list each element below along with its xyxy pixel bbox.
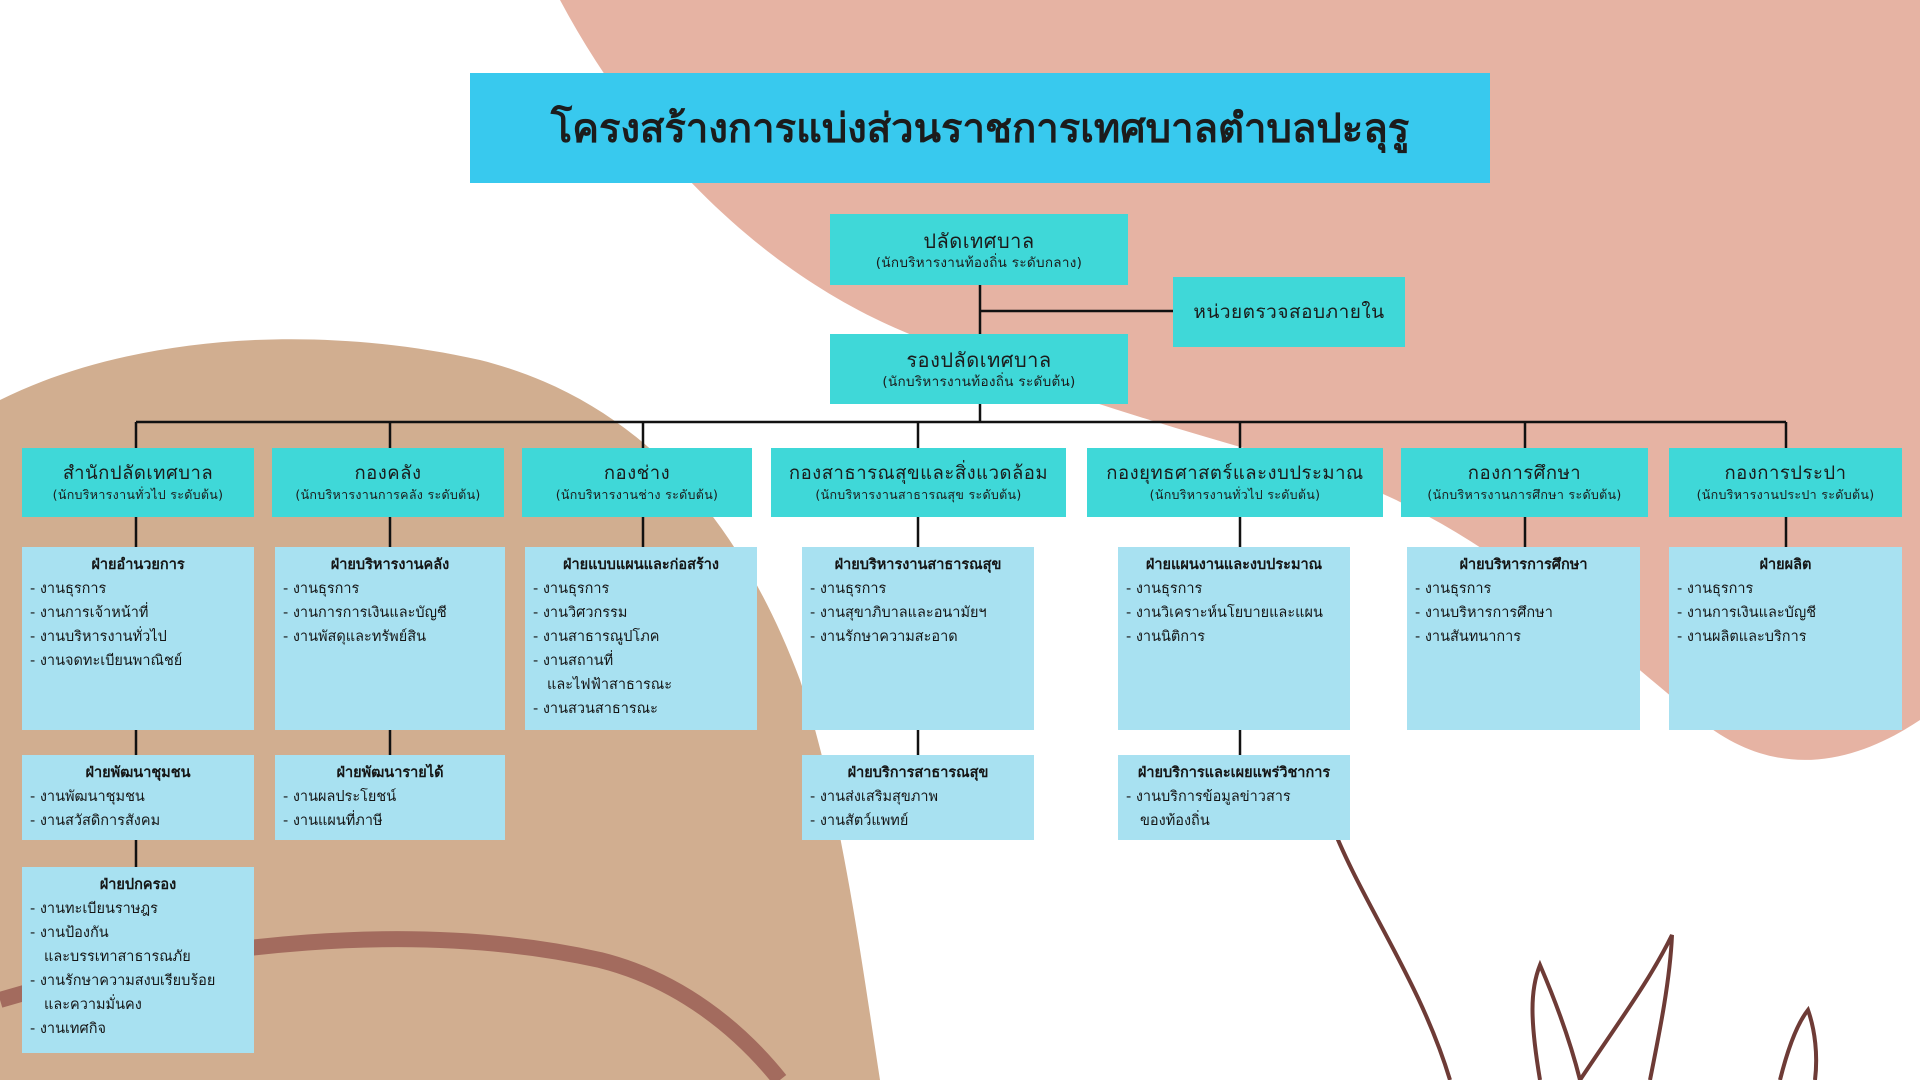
section-item: - งานแผนที่ภาษี xyxy=(283,813,383,829)
section-item: - งานป้องกัน xyxy=(30,925,109,941)
section-box: ฝ่ายบริหารงานสาธารณสุข - งานธุรการ - งาน… xyxy=(802,547,1034,730)
section-heading: ฝ่ายบริหารงานคลัง xyxy=(330,557,450,573)
section-item: - งานธุรการ xyxy=(1126,581,1203,597)
section-box: ฝ่ายพัฒนารายได้ - งานผลประโยชน์ - งานแผน… xyxy=(275,755,505,840)
division-name: กองการศึกษา xyxy=(1467,463,1582,484)
section-item: - งานสวัสดิการสังคม xyxy=(30,813,161,829)
page-title: โครงสร้างการแบ่งส่วนราชการเทศบาลตำบลปะลุ… xyxy=(470,73,1490,183)
section-item: - งานพัฒนาชุมชน xyxy=(30,789,145,805)
section-item: - งานนิติการ xyxy=(1126,629,1206,645)
division-subtitle: (นักบริหารงานสาธารณสุข ระดับต้น) xyxy=(815,487,1022,502)
section-item: - งานรักษาความสงบเรียบร้อย xyxy=(30,973,216,989)
section-item: - งานการเจ้าหน้าที่ xyxy=(30,605,149,621)
chief-administrator-box: ปลัดเทศบาล (นักบริหารงานท้องถิ่น ระดับกล… xyxy=(830,214,1128,285)
section-item: - งานทะเบียนราษฎร xyxy=(30,901,158,917)
section-item: - งานวิเคราะห์นโยบายและแผน xyxy=(1126,605,1323,621)
section-box: ฝ่ายบริหารงานคลัง - งานธุรการ - งานการกา… xyxy=(275,547,505,730)
division-subtitle: (นักบริหารงานทั่วไป ระดับต้น) xyxy=(1149,487,1321,502)
section-item: - งานธุรการ xyxy=(810,581,887,597)
section-box: ฝ่ายบริการสาธารณสุข - งานส่งเสริมสุขภาพ … xyxy=(802,755,1034,840)
section-item: - งานการการเงินและบัญชี xyxy=(283,605,447,621)
division-subtitle: (นักบริหารงานการศึกษา ระดับต้น) xyxy=(1427,487,1622,502)
section-heading: ฝ่ายอำนวยการ xyxy=(91,557,185,573)
division-subtitle: (นักบริหารงานประปา ระดับต้น) xyxy=(1696,487,1875,502)
node-name: หน่วยตรวจสอบภายใน xyxy=(1193,301,1385,323)
section-item: - งานธุรการ xyxy=(1677,581,1754,597)
section-item: - งานธุรการ xyxy=(1415,581,1492,597)
division-box: กองช่าง (นักบริหารงานช่าง ระดับต้น) xyxy=(522,448,752,517)
section-box: ฝ่ายบริหารการศึกษา - งานธุรการ - งานบริห… xyxy=(1407,547,1640,730)
section-item: - งานธุรการ xyxy=(30,581,107,597)
division-subtitle: (นักบริหารงานทั่วไป ระดับต้น) xyxy=(52,487,224,502)
section-heading: ฝ่ายแบบแผนและก่อสร้าง xyxy=(562,557,719,573)
section-item: - งานวิศวกรรม xyxy=(533,605,628,621)
section-item: - งานจดทะเบียนพาณิชย์ xyxy=(30,653,183,669)
section-box: ฝ่ายอำนวยการ - งานธุรการ - งานการเจ้าหน้… xyxy=(22,547,254,730)
division-subtitle: (นักบริหารงานช่าง ระดับต้น) xyxy=(555,487,719,502)
section-item: - งานผลประโยชน์ xyxy=(283,789,397,805)
section-item: - งานสวนสาธารณะ xyxy=(533,701,658,717)
section-item: - งานธุรการ xyxy=(283,581,360,597)
node-subtitle: (นักบริหารงานท้องถิ่น ระดับต้น) xyxy=(882,374,1076,390)
section-box: ฝ่ายแผนงานและงบประมาณ - งานธุรการ - งานว… xyxy=(1118,547,1350,730)
section-item: - งานธุรการ xyxy=(533,581,610,597)
section-heading: ฝ่ายบริการและเผยแพร่วิชาการ xyxy=(1137,765,1331,781)
section-item: - งานเทศกิจ xyxy=(30,1021,106,1037)
section-box: ฝ่ายปกครอง - งานทะเบียนราษฎร - งานป้องกั… xyxy=(22,867,254,1053)
section-item: และไฟฟ้าสาธารณะ xyxy=(547,677,672,693)
node-subtitle: (นักบริหารงานท้องถิ่น ระดับกลาง) xyxy=(875,254,1083,271)
section-box: ฝ่ายแบบแผนและก่อสร้าง - งานธุรการ - งานว… xyxy=(525,547,757,730)
section-item: - งานบริหารการศึกษา xyxy=(1415,605,1553,621)
division-box: สำนักปลัดเทศบาล (นักบริหารงานทั่วไป ระดั… xyxy=(22,448,254,517)
section-item: - งานพัสดุและทรัพย์สิน xyxy=(283,629,426,645)
section-item: ของท้องถิ่น xyxy=(1140,813,1210,829)
section-heading: ฝ่ายบริหารการศึกษา xyxy=(1459,557,1588,573)
division-name: สำนักปลัดเทศบาล xyxy=(62,463,214,484)
leaf-line xyxy=(1778,1005,1819,1080)
division-subtitle: (นักบริหารงานการคลัง ระดับต้น) xyxy=(295,487,481,502)
section-item: - งานการเงินและบัญชี xyxy=(1677,605,1817,621)
section-item: - งานบริหารงานทั่วไป xyxy=(30,629,167,645)
division-box: กองสาธารณสุขและสิ่งแวดล้อม (นักบริหารงาน… xyxy=(771,448,1066,517)
section-item: - งานสาธารณูปโภค xyxy=(533,629,660,645)
section-item: - งานรักษาความสะอาด xyxy=(810,629,958,645)
node-name: รองปลัดเทศบาล xyxy=(906,348,1052,372)
internal-audit-box: หน่วยตรวจสอบภายใน xyxy=(1173,277,1405,347)
section-item: - งานผลิตและบริการ xyxy=(1677,629,1807,645)
section-item: - งานส่งเสริมสุขภาพ xyxy=(810,789,939,805)
division-box: กองการศึกษา (นักบริหารงานการศึกษา ระดับต… xyxy=(1401,448,1648,517)
section-box: ฝ่ายผลิต - งานธุรการ - งานการเงินและบัญช… xyxy=(1669,547,1902,730)
division-box: กองคลัง (นักบริหารงานการคลัง ระดับต้น) xyxy=(272,448,504,517)
section-item: - งานสันทนาการ xyxy=(1415,629,1522,645)
section-item: - งานบริการข้อมูลข่าวสาร xyxy=(1126,789,1291,805)
deputy-administrator-box: รองปลัดเทศบาล (นักบริหารงานท้องถิ่น ระดั… xyxy=(830,334,1128,404)
section-item: - งานสถานที่ xyxy=(533,653,614,669)
division-name: กองการประปา xyxy=(1724,463,1847,484)
section-item: และความมั่นคง xyxy=(44,997,142,1013)
division-name: กองยุทธศาสตร์และงบประมาณ xyxy=(1106,463,1364,484)
section-heading: ฝ่ายแผนงานและงบประมาณ xyxy=(1145,557,1323,573)
division-box: กองการประปา (นักบริหารงานประปา ระดับต้น) xyxy=(1669,448,1902,517)
section-heading: ฝ่ายพัฒนารายได้ xyxy=(336,765,444,781)
section-heading: ฝ่ายปกครอง xyxy=(99,877,177,893)
leaf-line xyxy=(1328,819,1452,1080)
section-heading: ฝ่ายบริการสาธารณสุข xyxy=(847,765,989,781)
section-item: - งานสัตว์แพทย์ xyxy=(810,813,909,829)
leaf-line xyxy=(1578,934,1674,1080)
node-name: ปลัดเทศบาล xyxy=(923,228,1035,253)
section-heading: ฝ่ายผลิต xyxy=(1759,557,1812,573)
section-item: - งานสุขาภิบาลและอนามัยฯ xyxy=(810,605,987,621)
division-name: กองสาธารณสุขและสิ่งแวดล้อม xyxy=(788,463,1049,484)
section-heading: ฝ่ายพัฒนาชุมชน xyxy=(85,765,191,781)
division-name: กองคลัง xyxy=(354,463,422,484)
section-box: ฝ่ายพัฒนาชุมชน - งานพัฒนาชุมชน - งานสวัส… xyxy=(22,755,254,840)
section-item: และบรรเทาสาธารณภัย xyxy=(44,949,191,965)
division-name: กองช่าง xyxy=(603,463,671,484)
section-box: ฝ่ายบริการและเผยแพร่วิชาการ - งานบริการข… xyxy=(1118,755,1350,840)
division-box: กองยุทธศาสตร์และงบประมาณ (นักบริหารงานทั… xyxy=(1087,448,1383,517)
section-heading: ฝ่ายบริหารงานสาธารณสุข xyxy=(834,557,1002,573)
leaf-line xyxy=(1530,959,1582,1080)
